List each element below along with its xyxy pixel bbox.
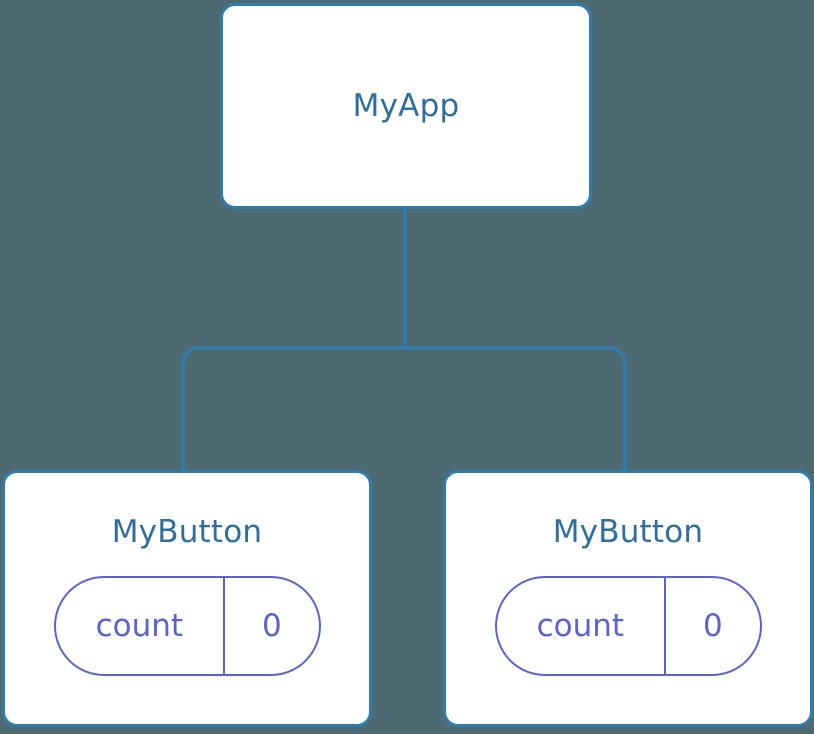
node-mybutton-2[interactable]: MyButton count 0 [443, 470, 813, 727]
node-mybutton-1[interactable]: MyButton count 0 [2, 470, 372, 727]
node-mybutton-2-label: MyButton [552, 514, 704, 550]
state-key-cell-2: count [497, 578, 667, 674]
state-value-label-2: 0 [702, 607, 723, 644]
node-mybutton-1-label: MyButton [111, 514, 263, 550]
state-pill-1[interactable]: count 0 [53, 576, 321, 676]
state-pill-2[interactable]: count 0 [494, 576, 762, 676]
state-key-label-2: count [536, 607, 625, 644]
connector-branch-left [181, 346, 405, 472]
state-value-cell-1: 0 [225, 578, 318, 674]
state-key-cell-1: count [56, 578, 226, 674]
connector-branch-right [405, 346, 627, 472]
state-value-label-1: 0 [261, 607, 282, 644]
node-myapp-label: MyApp [352, 87, 460, 124]
state-key-label-1: count [95, 607, 184, 644]
node-myapp[interactable]: MyApp [220, 3, 592, 209]
state-value-cell-2: 0 [666, 578, 759, 674]
